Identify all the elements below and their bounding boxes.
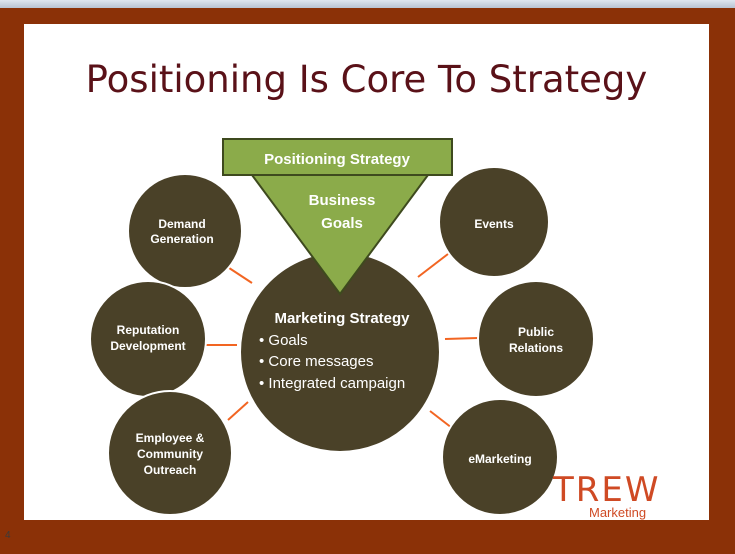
logo-wordmark: TREW [553, 470, 661, 510]
center-bullet: • Integrated campaign [259, 375, 405, 392]
node-label-line: Community [137, 447, 203, 461]
node-label-line: Development [110, 339, 185, 353]
triangle-label-line: Goals [321, 215, 363, 232]
connector-emarketing [429, 410, 453, 429]
slide-canvas: Positioning Is Core To Strategy Demand G… [24, 24, 709, 520]
node-demand-generation: Demand Generation [127, 173, 243, 289]
node-label-line: Reputation [117, 323, 180, 337]
node-label-line: eMarketing [468, 452, 531, 466]
connector-events [417, 253, 449, 278]
logo-subtitle: Marketing [589, 505, 647, 520]
connector-public-relations [444, 337, 479, 340]
node-public-relations: Public Relations [477, 280, 595, 398]
node-events: Events [438, 166, 550, 278]
triangle-label-line: Business [309, 192, 376, 209]
node-label-line: Generation [150, 232, 213, 246]
center-bullet: • Goals [259, 332, 308, 349]
strategy-diagram: Demand Generation Reputation Development… [89, 138, 595, 516]
node-reputation-development: Reputation Development [89, 280, 207, 398]
node-label-line: Demand [158, 217, 205, 231]
node-label-line: Events [474, 217, 514, 231]
positioning-strategy-banner: Positioning Strategy [222, 138, 453, 176]
business-goals-triangle: Business Goals [250, 174, 430, 296]
connector-employee-outreach [227, 401, 249, 421]
node-label-line: Public [518, 325, 554, 339]
slide-title: Positioning Is Core To Strategy [85, 58, 648, 101]
node-employee-community-outreach: Employee & Community Outreach [107, 390, 233, 516]
node-emarketing: eMarketing [441, 398, 559, 516]
center-title: Marketing Strategy [274, 310, 410, 327]
window-top-edge [0, 0, 735, 8]
node-label-line: Relations [509, 341, 563, 355]
page-number: 4 [5, 530, 11, 541]
banner-label: Positioning Strategy [264, 151, 411, 168]
node-label-line: Outreach [144, 463, 197, 477]
trew-marketing-logo: TREW Marketing [553, 470, 663, 522]
node-marketing-strategy: Marketing Strategy • Goals • Core messag… [239, 251, 441, 453]
node-label-line: Employee & [136, 431, 205, 445]
center-bullet: • Core messages [259, 353, 373, 370]
